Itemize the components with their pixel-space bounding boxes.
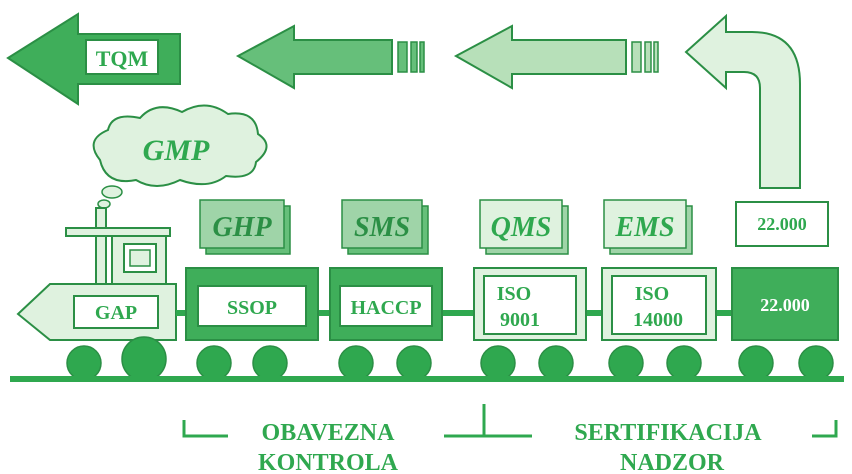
sertifikacija-label: SERTIFIKACIJA [574,420,762,446]
kontrola-label: KONTROLA [258,450,399,474]
bottom-brackets [182,404,838,438]
smoke-puff [97,199,111,209]
car-iso9001: ISO 9001 [473,267,587,341]
qms-label: QMS [491,212,552,243]
iso14000-line2: 14000 [633,309,683,331]
smoke-puff [101,185,123,199]
obavezna-label: OBAVEZNA [262,420,396,446]
iso9001-line1: ISO [497,283,531,305]
sign-qms: QMS [479,199,569,255]
car-iso14000: ISO 14000 [601,267,717,341]
sign-ghp: GHP [199,199,291,255]
rail-track [10,376,844,382]
nadzor-label: NADZOR [620,450,725,474]
ghp-label: GHP [212,212,272,243]
couplers [176,310,734,316]
car-iso22000: 22.000 [731,267,839,341]
ems-label: EMS [614,212,674,243]
right-arrow [453,24,659,90]
sign-ems: EMS [603,199,693,255]
car-ssop: SSOP [185,267,319,341]
locomotive: GAP [16,207,177,341]
wheel [338,345,374,381]
sign-sms: SMS [341,199,429,255]
sign-iso22000: 22.000 [735,201,829,247]
wheel [196,345,232,381]
wheel [738,345,774,381]
wheel [252,345,288,381]
gmp-cloud: GMP [92,104,268,209]
middle-arrow [235,24,425,90]
curved-up-arrow [684,13,801,189]
wheel [798,345,834,381]
haccp-label: HACCP [350,297,421,319]
tqm-arrow: TQM [6,12,181,106]
sms-label: SMS [354,212,410,243]
gmp-label: GMP [143,134,210,167]
wheel [121,336,167,382]
iso14000-line1: ISO [635,283,669,305]
iso22000-car-label: 22.000 [760,295,810,315]
iso22000-sign-label: 22.000 [757,214,807,234]
wheel [396,345,432,381]
gap-label: GAP [95,302,137,324]
wheel [538,345,574,381]
wheel [480,345,516,381]
tqm-label: TQM [96,46,149,71]
wheel [66,345,102,381]
wheel [608,345,644,381]
car-haccp: HACCP [329,267,443,341]
ssop-label: SSOP [227,297,277,319]
wheels [66,336,834,382]
wheel [666,345,702,381]
iso9001-line2: 9001 [500,309,540,331]
